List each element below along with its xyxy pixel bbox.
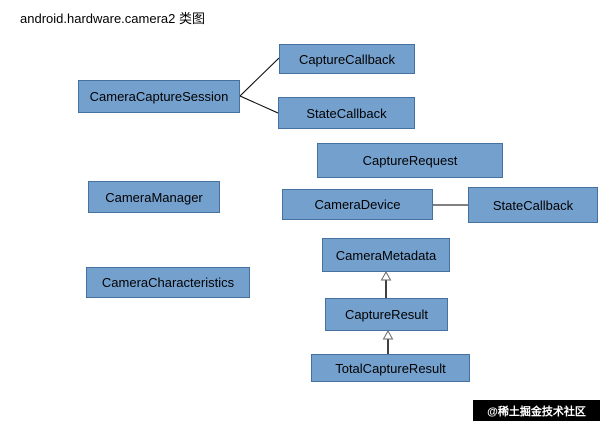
class-node-capture-callback: CaptureCallback [279,44,415,74]
association-line-session-statecallback [239,95,279,114]
class-node-camera-metadata: CameraMetadata [322,238,450,272]
class-node-capture-request: CaptureRequest [317,143,503,178]
watermark-badge: @稀土掘金技术社区 [473,400,600,421]
diagram-title: android.hardware.camera2 类图 [20,11,205,26]
inheritance-arrow-icon [382,329,394,340]
class-node-camera-device: CameraDevice [282,189,433,220]
association-line-session-capturecallback [239,57,280,97]
class-node-total-capture-result: TotalCaptureResult [311,354,470,382]
class-node-camera-manager: CameraManager [88,181,220,213]
inheritance-arrow-icon [380,270,392,281]
class-node-camera-characteristics: CameraCharacteristics [86,267,250,298]
class-node-state-callback-session: StateCallback [278,97,415,129]
class-node-capture-result: CaptureResult [325,298,448,331]
class-node-camera-capture-session: CameraCaptureSession [78,80,240,113]
class-node-state-callback-device: StateCallback [468,187,598,223]
